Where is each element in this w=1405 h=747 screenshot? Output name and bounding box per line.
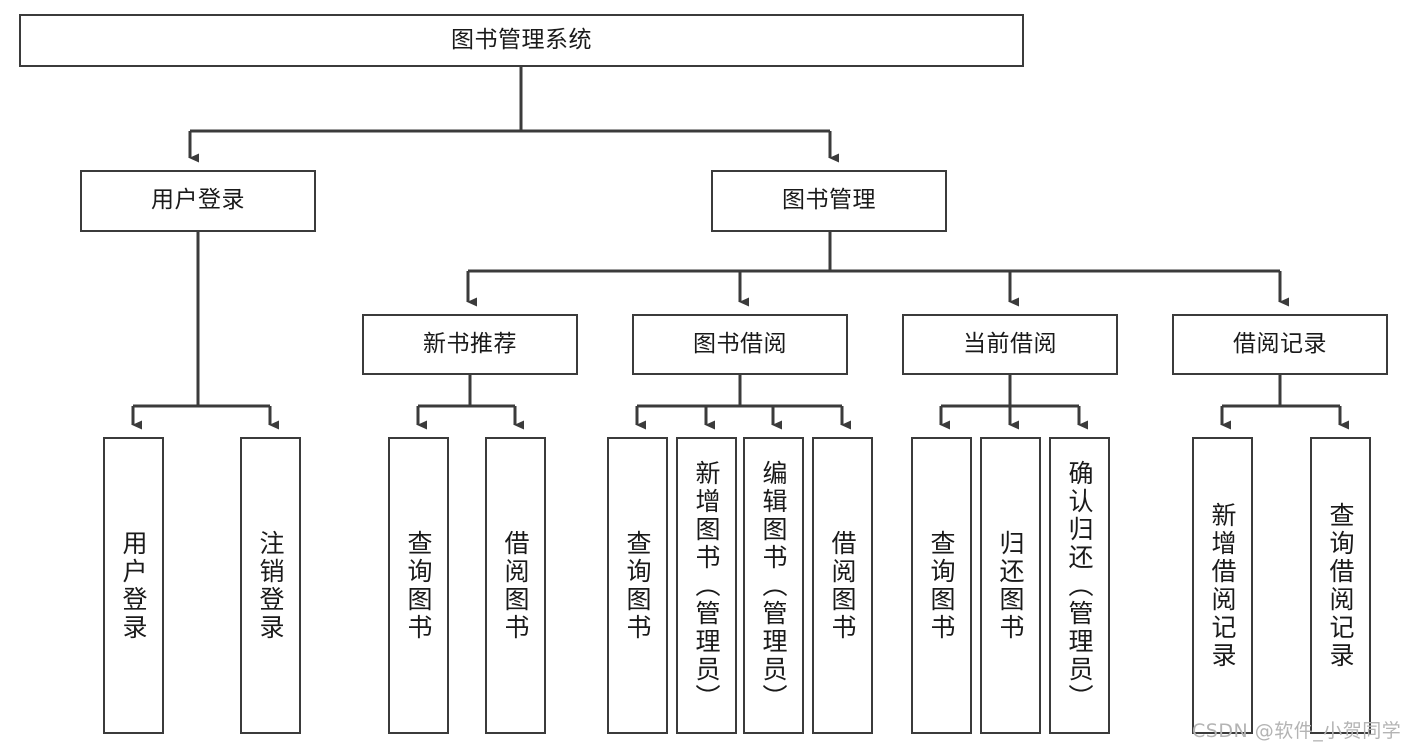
node-label: 确认归还（管理员） xyxy=(1065,459,1094,712)
node-user-login[interactable]: 用户登录 xyxy=(80,170,316,232)
node-label: 新增借阅记录 xyxy=(1208,501,1237,670)
leaf-new-book-query[interactable]: 查询图书 xyxy=(388,437,449,734)
node-label: 新增图书（管理员） xyxy=(692,459,721,712)
node-label: 新书推荐 xyxy=(423,330,517,357)
node-label: 用户登录 xyxy=(119,529,148,642)
node-label: 用户登录 xyxy=(151,187,245,214)
node-label: 图书管理 xyxy=(782,187,876,214)
leaf-book-borrow-add[interactable]: 新增图书（管理员） xyxy=(676,437,737,734)
leaf-borrow-record-query[interactable]: 查询借阅记录 xyxy=(1310,437,1371,734)
leaf-book-borrow-query[interactable]: 查询图书 xyxy=(607,437,668,734)
node-label: 图书借阅 xyxy=(693,330,787,357)
node-root-book-management-system[interactable]: 图书管理系统 xyxy=(19,14,1024,67)
node-label: 查询图书 xyxy=(404,529,433,642)
leaf-current-borrow-confirm-return[interactable]: 确认归还（管理员） xyxy=(1049,437,1110,734)
node-label: 借阅图书 xyxy=(501,529,530,642)
node-new-book-recommend[interactable]: 新书推荐 xyxy=(362,314,578,375)
node-current-borrow[interactable]: 当前借阅 xyxy=(902,314,1118,375)
leaf-book-borrow-edit[interactable]: 编辑图书（管理员） xyxy=(743,437,804,734)
node-label: 借阅图书 xyxy=(828,529,857,642)
node-label: 注销登录 xyxy=(256,529,285,642)
node-label: 图书管理系统 xyxy=(451,26,592,53)
node-label: 借阅记录 xyxy=(1233,330,1327,357)
node-label: 查询借阅记录 xyxy=(1326,501,1355,670)
node-label: 编辑图书（管理员） xyxy=(759,459,788,712)
leaf-user-login-signin[interactable]: 用户登录 xyxy=(103,437,164,734)
node-borrow-record[interactable]: 借阅记录 xyxy=(1172,314,1388,375)
leaf-user-login-signout[interactable]: 注销登录 xyxy=(240,437,301,734)
node-label: 查询图书 xyxy=(927,529,956,642)
node-label: 查询图书 xyxy=(623,529,652,642)
node-label: 归还图书 xyxy=(996,529,1025,642)
leaf-current-borrow-query[interactable]: 查询图书 xyxy=(911,437,972,734)
node-book-borrow[interactable]: 图书借阅 xyxy=(632,314,848,375)
node-book-management[interactable]: 图书管理 xyxy=(711,170,947,232)
leaf-book-borrow-borrow[interactable]: 借阅图书 xyxy=(812,437,873,734)
node-label: 当前借阅 xyxy=(963,330,1057,357)
leaf-new-book-borrow[interactable]: 借阅图书 xyxy=(485,437,546,734)
leaf-borrow-record-add[interactable]: 新增借阅记录 xyxy=(1192,437,1253,734)
leaf-current-borrow-return[interactable]: 归还图书 xyxy=(980,437,1041,734)
